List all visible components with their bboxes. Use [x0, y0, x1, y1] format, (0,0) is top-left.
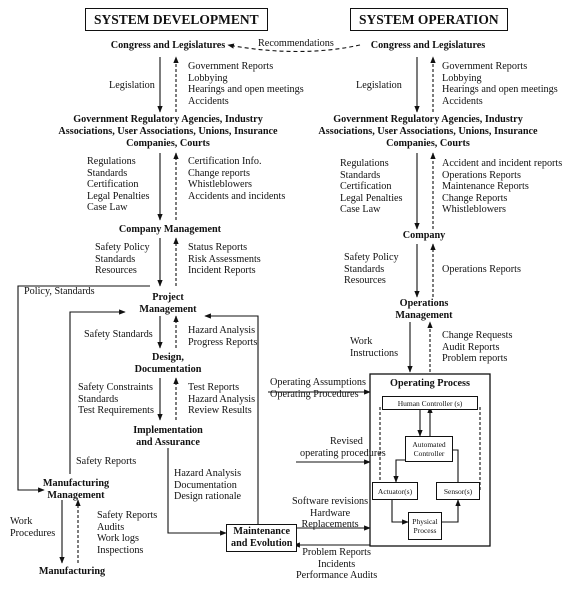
op-company: Company: [402, 230, 446, 241]
sensors-box: Sensor(s): [436, 482, 480, 500]
dev-design: Design,Documentation: [134, 352, 202, 375]
dev-manufacturing: Manufacturing: [38, 566, 106, 577]
dev-agencies: Government Regulatory Agencies, Industry…: [58, 114, 278, 149]
operating-process-box: [369, 373, 491, 547]
policy-standards-line: [17, 285, 150, 493]
op-legislation-label: Legislation: [356, 80, 402, 91]
dev-policy-standards: Policy, Standards: [24, 286, 95, 297]
dev-legislation-label: Legislation: [109, 80, 155, 91]
dev-project-down: Safety Standards: [84, 329, 153, 340]
actuators-box: Actuator(s): [372, 482, 418, 500]
op-operating-process-title: Operating Process: [390, 378, 470, 389]
dev-congress: Congress and Legislatures: [110, 40, 226, 51]
human-controller-box: Human Controller (s): [382, 396, 478, 410]
development-title: SYSTEM DEVELOPMENT: [85, 8, 268, 31]
maintenance-to-project-line: [204, 313, 259, 526]
dev-company: Company Management: [118, 224, 222, 235]
impl-to-maintenance-line: [167, 448, 227, 536]
op-company-up: Operations Reports: [442, 264, 521, 275]
dev-safety-reports: Safety Reports: [76, 456, 137, 467]
op-recommendations: Recommendations: [258, 38, 334, 49]
recommendations-arrow: [227, 43, 361, 53]
safety-reports-line: [69, 309, 126, 474]
op-agencies: Government Regulatory Agencies, Industry…: [318, 114, 538, 149]
op-congress: Congress and Legislatures: [370, 40, 486, 51]
operation-title: SYSTEM OPERATION: [350, 8, 508, 31]
